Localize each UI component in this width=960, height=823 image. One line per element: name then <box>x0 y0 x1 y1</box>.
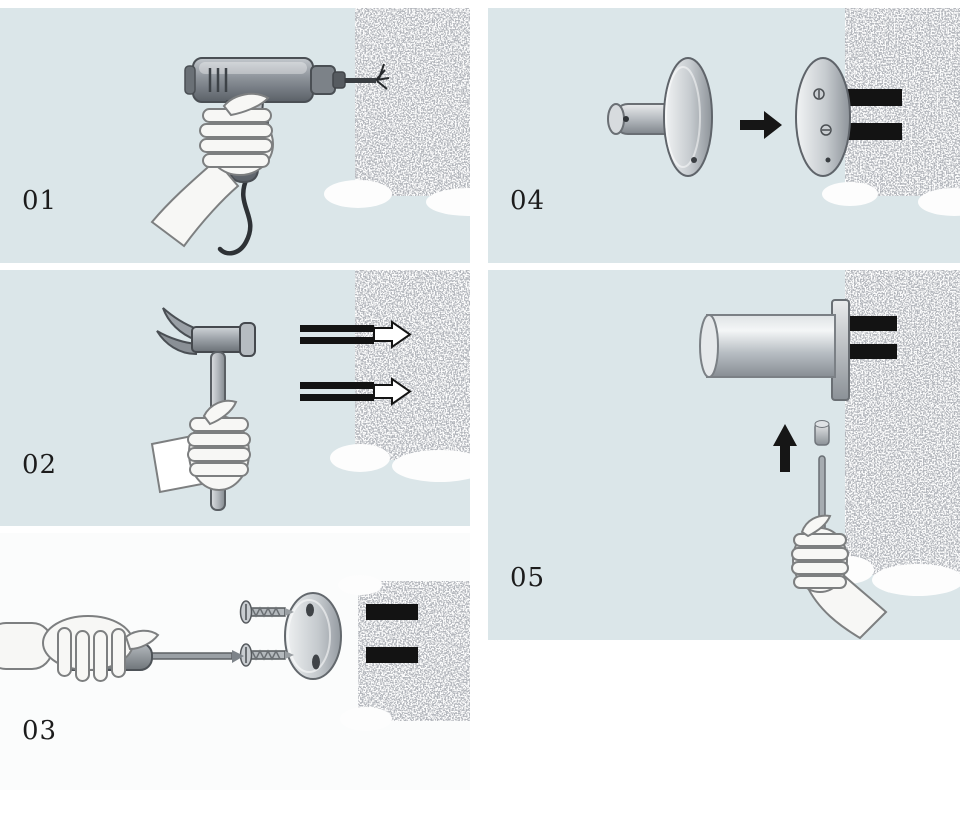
step-02-illustration <box>150 270 470 511</box>
step-05-illustration <box>699 270 960 640</box>
set-screw-part <box>814 420 830 446</box>
step-label-01: 01 <box>22 186 58 216</box>
step-label-03: 03 <box>22 716 58 746</box>
drill-icon <box>184 57 390 256</box>
step-label-05: 05 <box>510 563 546 593</box>
direction-arrow-right <box>740 111 782 139</box>
step-03-illustration <box>0 575 470 731</box>
drill-crack-marks <box>375 63 390 90</box>
step-panel-05: 05 <box>488 270 960 640</box>
step-label-02: 02 <box>22 450 58 480</box>
hand-gripping-drill <box>150 92 274 248</box>
wall-anchor-bottom <box>366 647 418 663</box>
step-panel-04: 04 <box>488 8 960 263</box>
screw-top <box>239 600 294 624</box>
hand-gripping-screwdriver <box>0 615 160 682</box>
step-panel-01: 01 <box>0 8 470 263</box>
direction-arrow-up <box>773 424 797 472</box>
wall-texture <box>324 8 470 216</box>
step-label-04: 04 <box>510 186 546 216</box>
step-panel-03: 03 <box>0 533 470 790</box>
plate-with-post <box>607 57 713 177</box>
step-04-illustration <box>607 8 960 216</box>
step-01-illustration <box>150 8 470 256</box>
plate-mounted-on-wall <box>795 57 902 177</box>
step-panel-02: 02 <box>0 270 470 526</box>
wall-anchor-top <box>366 604 418 620</box>
wall-texture <box>330 270 470 482</box>
hand-gripping-hammer <box>150 399 251 494</box>
mounting-plate-front <box>284 592 342 680</box>
wall-anchor-top <box>300 320 412 349</box>
mounted-fixture <box>699 299 897 401</box>
hand-holding-key <box>791 514 888 640</box>
wall-anchor-bottom <box>300 377 412 406</box>
screw-bottom <box>239 643 294 667</box>
